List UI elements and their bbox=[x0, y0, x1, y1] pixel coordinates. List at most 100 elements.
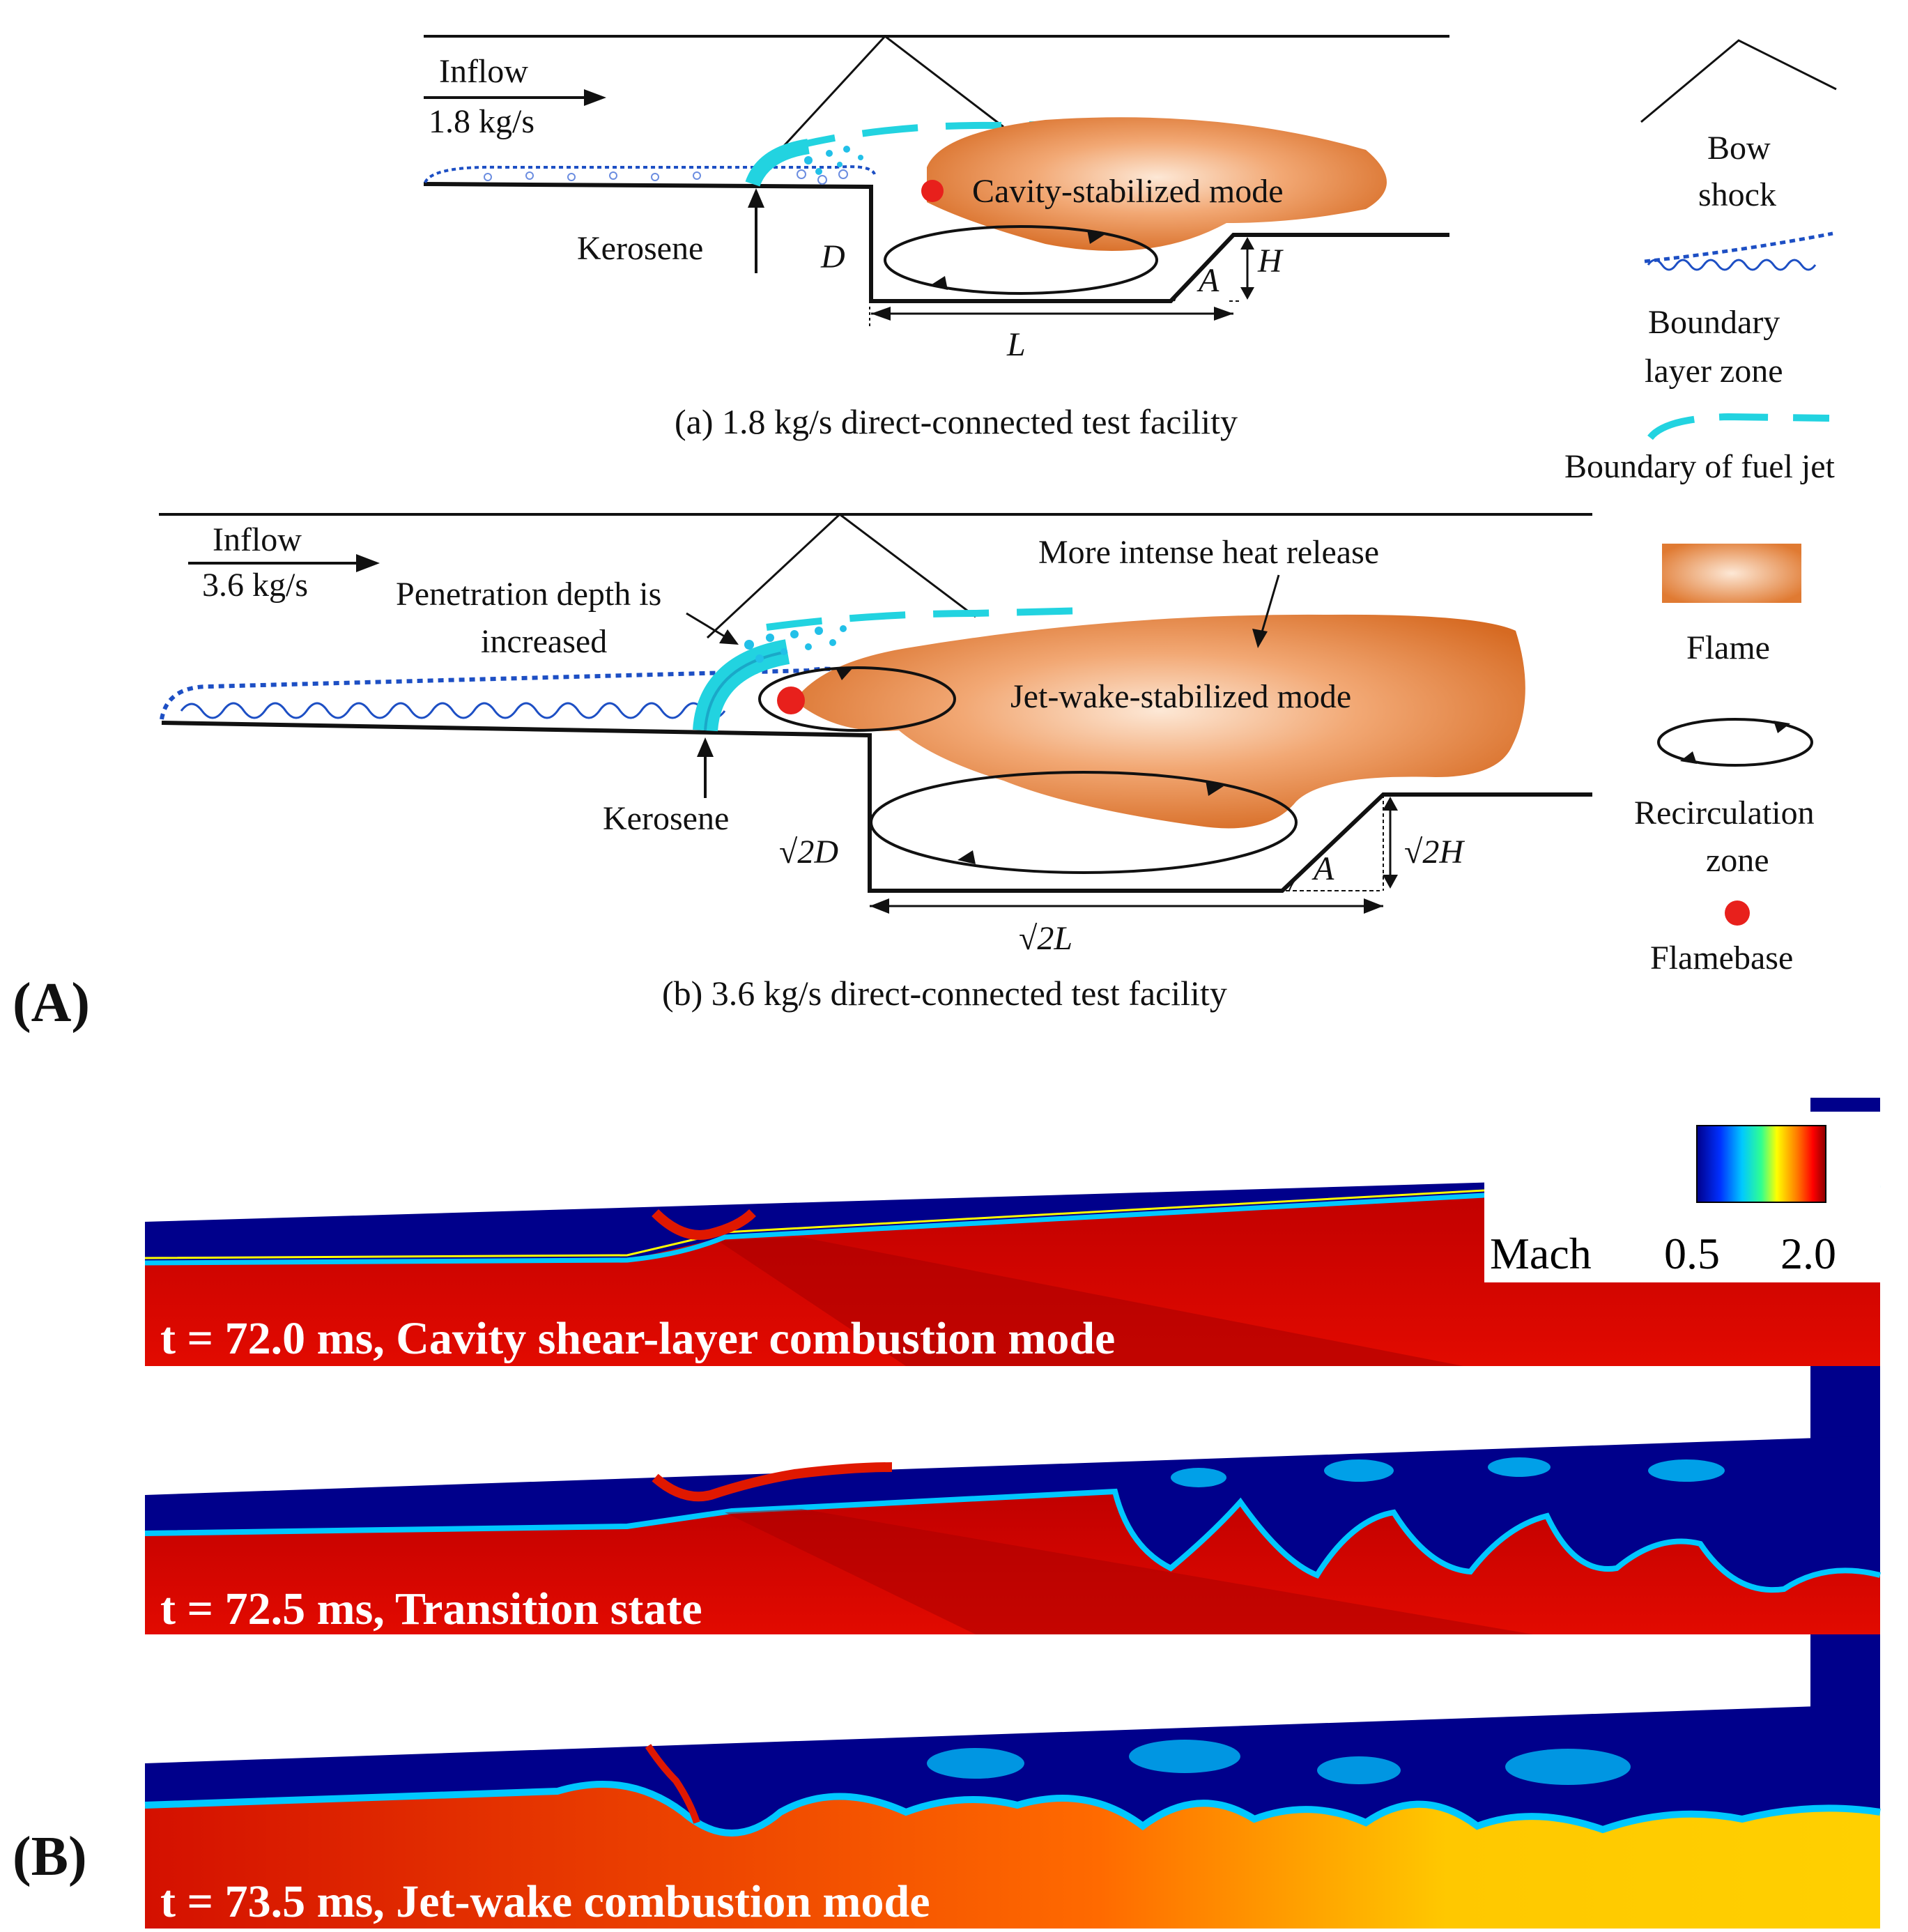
colorbar-min: 0.5 bbox=[1664, 1229, 1720, 1278]
kerosene-label-a: Kerosene bbox=[577, 230, 703, 267]
colorbar-ramp bbox=[1696, 1125, 1826, 1203]
panel-a-label: (A) bbox=[13, 972, 90, 1034]
bow-shock-b bbox=[706, 513, 976, 639]
jet-droplets-b bbox=[744, 625, 847, 663]
note-heat-arrow bbox=[1260, 574, 1280, 635]
legend-flamebase: Flamebase bbox=[1650, 940, 1793, 976]
recirc-arrow-top-a bbox=[1087, 230, 1105, 244]
kerosene-arrow-head-b bbox=[697, 737, 714, 757]
legend-boundary-layer-1: Boundary bbox=[1648, 304, 1780, 341]
boundary-layer-legend-texture bbox=[1647, 259, 1817, 271]
recirc-arrow-top-b bbox=[1206, 781, 1224, 796]
flame-legend-icon bbox=[1662, 544, 1801, 603]
flamebase-a bbox=[921, 180, 944, 202]
note-heat: More intense heat release bbox=[1038, 534, 1379, 571]
flame-a bbox=[927, 117, 1387, 251]
recirc-arrow-bottom-a bbox=[930, 276, 948, 290]
inflow-arrow-head-a bbox=[584, 89, 606, 106]
diagram-b: Jet-wake-stabilized mode Inflow 3.6 kg/s… bbox=[159, 513, 1592, 1013]
mach-frame-2: t = 72.5 ms, Transition state bbox=[144, 1436, 1881, 1634]
dim-depth-a: D bbox=[820, 238, 845, 275]
legend-bow-shock-1: Bow bbox=[1707, 130, 1771, 167]
dim-angle-arc-b bbox=[1288, 875, 1301, 891]
flamebase-b bbox=[777, 687, 805, 714]
colorbar-variable: Mach bbox=[1490, 1229, 1592, 1278]
inflow-label-a: Inflow bbox=[439, 53, 528, 90]
boundary-layer-texture-b bbox=[180, 702, 726, 719]
dim-height-a: H bbox=[1257, 243, 1284, 279]
note-heat-arrow-head bbox=[1252, 629, 1268, 648]
frame2-shear-layer bbox=[144, 1488, 1881, 1593]
mach-frame-1: t = 72.0 ms, Cavity shear-layer combusti… bbox=[144, 1171, 1881, 1366]
note-penetration-arrow bbox=[686, 612, 731, 641]
caption-a: (a) 1.8 kg/s direct-connected test facil… bbox=[675, 402, 1238, 441]
frame1-shock bbox=[718, 1237, 1463, 1366]
dim-angle-arc-a bbox=[1174, 286, 1185, 302]
fuel-jet-boundary-b bbox=[766, 607, 1088, 631]
flame-b bbox=[794, 614, 1525, 829]
dim-length-a: L bbox=[1006, 326, 1026, 363]
dim-length-b: √2L bbox=[1019, 920, 1072, 957]
frame3-core bbox=[145, 1784, 1880, 1929]
mode-label-b: Jet-wake-stabilized mode bbox=[1010, 678, 1351, 715]
recirc-small-arrow-b bbox=[836, 668, 853, 680]
dim-angle-a: A bbox=[1197, 262, 1220, 299]
recirculation-b bbox=[870, 771, 1298, 874]
caption-b: (b) 3.6 kg/s direct-connected test facil… bbox=[662, 974, 1227, 1013]
dim-height-arrows-a bbox=[1240, 237, 1254, 300]
legend: Bow shock Boundary layer zone Boundary o… bbox=[1564, 39, 1837, 976]
cavity-wall-a bbox=[423, 182, 1449, 303]
recirculation-a bbox=[884, 225, 1158, 295]
legend-fuel-jet: Boundary of fuel jet bbox=[1564, 448, 1836, 485]
legend-flame: Flame bbox=[1686, 629, 1770, 666]
boundary-layer-legend-icon bbox=[1644, 231, 1833, 263]
legend-boundary-layer-2: layer zone bbox=[1645, 353, 1783, 390]
note-penetration-2: increased bbox=[481, 623, 607, 660]
note-penetration-arrow-head bbox=[719, 629, 739, 645]
boundary-layer-a bbox=[424, 165, 876, 183]
frame2-vortices bbox=[1171, 1457, 1725, 1487]
legend-recirc-2: zone bbox=[1706, 842, 1769, 879]
colorbar: Mach 0.5 2.0 bbox=[1484, 1112, 1880, 1282]
frame1-title: t = 72.0 ms, Cavity shear-layer combusti… bbox=[160, 1313, 1115, 1364]
rate-label-b: 3.6 kg/s bbox=[202, 567, 308, 604]
bow-shock-a bbox=[751, 34, 1004, 181]
fuel-jet-legend-icon bbox=[1647, 413, 1830, 440]
frame3-title: t = 73.5 ms, Jet-wake combustion mode bbox=[160, 1876, 930, 1927]
cavity-wall-b bbox=[161, 721, 1592, 893]
recirc-legend-arrow-bottom bbox=[1680, 751, 1697, 764]
flamebase-legend-icon bbox=[1725, 900, 1750, 926]
frame3-jet-plume bbox=[645, 1744, 700, 1824]
diagram-a: Cavity-stabilized mode Inflow 1.8 kg/s K… bbox=[423, 34, 1449, 441]
colorbar-max: 2.0 bbox=[1780, 1229, 1836, 1278]
dim-height-b: √2H bbox=[1404, 834, 1465, 871]
recirc-legend-icon bbox=[1657, 718, 1813, 767]
recirc-legend-arrow-top bbox=[1774, 721, 1790, 733]
frame1-jet-plume bbox=[652, 1209, 756, 1240]
mach-frame-3: t = 73.5 ms, Jet-wake combustion mode bbox=[144, 1704, 1881, 1929]
kerosene-arrow-head-a bbox=[748, 188, 764, 208]
frame2-title: t = 72.5 ms, Transition state bbox=[160, 1584, 702, 1634]
fuel-jet-edge-b bbox=[704, 650, 788, 731]
frame1-shear-layer bbox=[144, 1182, 1881, 1266]
frame3-shear-layer bbox=[144, 1781, 1881, 1837]
frame2-jet-plume bbox=[652, 1462, 893, 1502]
legend-bow-shock-2: shock bbox=[1698, 176, 1776, 213]
inflow-arrow-head-b bbox=[356, 554, 380, 572]
kerosene-label-b: Kerosene bbox=[603, 800, 729, 837]
dim-angle-b: A bbox=[1311, 850, 1334, 887]
dim-depth-b: √2D bbox=[779, 834, 838, 871]
frame1-core bbox=[145, 1185, 1880, 1366]
recirculation-small-b bbox=[758, 666, 956, 732]
fuel-jet-boundary-a bbox=[779, 119, 1144, 153]
panel-b-label: (B) bbox=[13, 1826, 87, 1887]
boundary-layer-texture-a bbox=[484, 169, 848, 185]
bow-shock-legend-icon bbox=[1640, 39, 1837, 123]
mode-label-a: Cavity-stabilized mode bbox=[972, 173, 1284, 210]
panel-b: t = 72.0 ms, Cavity shear-layer combusti… bbox=[144, 1098, 1881, 1929]
jet-droplets-a bbox=[804, 146, 863, 175]
note-penetration-1: Penetration depth is bbox=[396, 576, 661, 613]
frame3-vortices bbox=[927, 1740, 1631, 1785]
rate-label-a: 1.8 kg/s bbox=[429, 103, 534, 140]
